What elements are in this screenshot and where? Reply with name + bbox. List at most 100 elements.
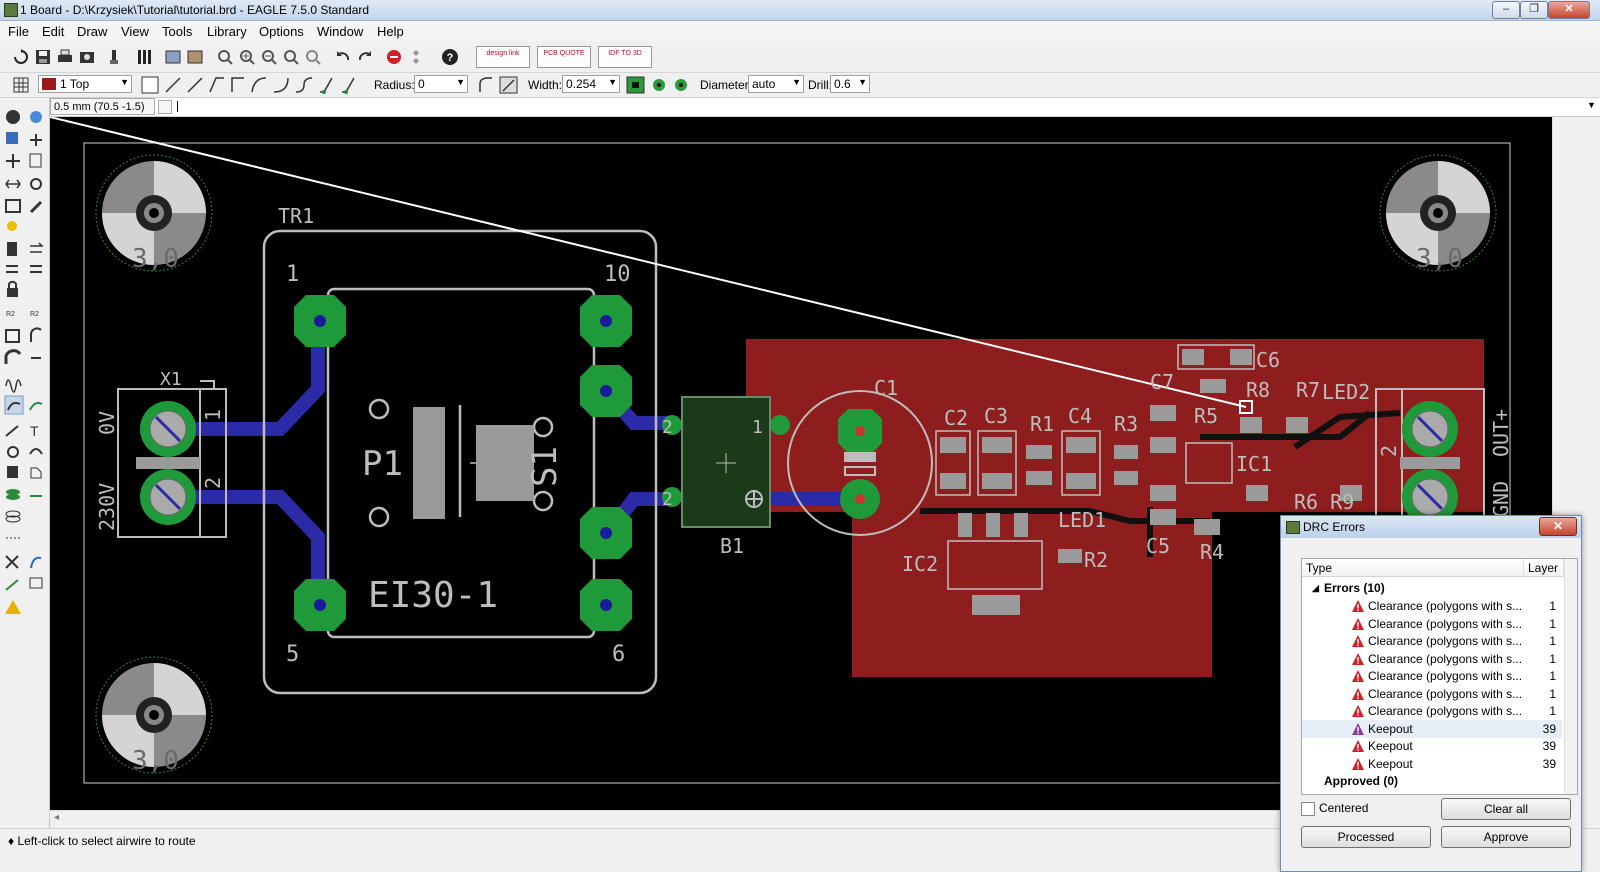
print-icon[interactable]: [56, 48, 74, 66]
label-pin-1: 1: [286, 262, 299, 287]
minimize-button[interactable]: –: [1492, 1, 1520, 19]
errors-group-label: Errors (10): [1324, 581, 1385, 595]
menu-bar: File Edit Draw View Tools Library Option…: [0, 21, 1600, 41]
drc-close-button[interactable]: ✕: [1539, 517, 1577, 536]
horizontal-scrollbar[interactable]: ◂: [50, 810, 1568, 827]
drc-error-type: Clearance (polygons with s...: [1368, 599, 1523, 613]
layer-color-swatch: [42, 78, 56, 90]
centered-checkbox[interactable]: [1301, 802, 1315, 816]
drc-title-bar[interactable]: DRC Errors ✕: [1281, 516, 1581, 538]
label-r1: R1: [1030, 412, 1054, 436]
drc-error-row[interactable]: Clearance (polygons with s...1: [1302, 632, 1562, 650]
open-icon[interactable]: [12, 48, 30, 66]
zoom-fit-icon[interactable]: [216, 48, 234, 66]
via-shape-icons[interactable]: [626, 76, 692, 94]
cam-icon[interactable]: [78, 48, 96, 66]
go-icon[interactable]: [407, 48, 425, 66]
miter-style-icons[interactable]: [476, 76, 520, 94]
drc-error-row[interactable]: Clearance (polygons with s...1: [1302, 615, 1562, 633]
layer-select[interactable]: 1 Top▼: [38, 75, 132, 93]
idf-to-3d-button[interactable]: IDF TO 3D: [598, 46, 652, 68]
menu-options[interactable]: Options: [259, 24, 304, 39]
designlink-button[interactable]: design link: [476, 46, 530, 68]
x1-separator: [136, 457, 200, 469]
column-header-layer[interactable]: Layer: [1524, 559, 1564, 577]
menu-file[interactable]: File: [8, 24, 29, 39]
chevron-down-icon[interactable]: ▼: [1587, 100, 1596, 110]
ulp-icon[interactable]: [136, 48, 154, 66]
close-button[interactable]: ✕: [1548, 1, 1590, 19]
window-title: 1 Board - D:\Krzysiek\Tutorial\tutorial.…: [20, 3, 370, 17]
menu-view[interactable]: View: [121, 24, 149, 39]
board-icon[interactable]: [186, 48, 204, 66]
menu-tools[interactable]: Tools: [162, 24, 193, 39]
label-pin-6: 6: [612, 642, 625, 667]
drc-error-type: Clearance (polygons with s...: [1368, 669, 1523, 683]
zoom-in-icon[interactable]: [238, 48, 256, 66]
redo-icon[interactable]: [356, 48, 374, 66]
drc-error-row[interactable]: Clearance (polygons with s...1: [1302, 667, 1562, 685]
diameter-label: Diameter:: [700, 78, 753, 92]
chevron-down-icon: ▼: [858, 77, 867, 87]
collapse-arrow-icon[interactable]: ◢: [1312, 583, 1319, 593]
undo-icon[interactable]: [334, 48, 352, 66]
stop-icon[interactable]: [385, 48, 403, 66]
zoom-out-icon[interactable]: [260, 48, 278, 66]
label-c6: C6: [1256, 348, 1280, 372]
schematic-icon[interactable]: [164, 48, 182, 66]
clear-all-button[interactable]: Clear all: [1441, 798, 1571, 820]
radius-input[interactable]: 0▼: [414, 75, 468, 93]
list-scrollbar[interactable]: [1564, 559, 1577, 794]
hole-labels: 3,0 3,0 3,0: [132, 244, 1463, 776]
width-input[interactable]: 0.254▼: [562, 75, 620, 93]
wire-bend-style-icons[interactable]: [140, 76, 365, 94]
label-x1-pin-1: 1: [201, 409, 225, 421]
script-icon[interactable]: [105, 48, 123, 66]
parameter-toolbar: 1 Top▼ Radius: 0▼ Width: 0.254▼ Diameter…: [0, 73, 1600, 98]
drill-input[interactable]: 0.6▼: [830, 75, 870, 93]
grid-icon[interactable]: [12, 76, 30, 94]
pcb-quote-button[interactable]: PCB QUOTE: [537, 46, 591, 68]
drc-error-row[interactable]: Clearance (polygons with s...1: [1302, 685, 1562, 703]
label-b1: B1: [720, 534, 744, 558]
chevron-down-icon: ▼: [792, 77, 801, 87]
menu-edit[interactable]: Edit: [42, 24, 65, 39]
pcb-drawing[interactable]: TR1 X1 1 10 5 6 P1 EI30-1 C1 C2 C3 R1 C4…: [50, 117, 1552, 810]
command-line-bar: 0.5 mm (70.5 -1.5) ▼: [50, 98, 1600, 117]
drc-error-row[interactable]: Clearance (polygons with s...1: [1302, 650, 1562, 668]
label-r4: R4: [1200, 540, 1224, 564]
redraw-icon[interactable]: [282, 48, 300, 66]
diameter-input[interactable]: auto▼: [748, 75, 804, 93]
drc-error-row[interactable]: Clearance (polygons with s...1: [1302, 597, 1562, 615]
help-icon[interactable]: ?: [441, 48, 459, 66]
drc-error-row[interactable]: Clearance (polygons with s...1: [1302, 702, 1562, 720]
drc-error-type: Clearance (polygons with s...: [1368, 686, 1523, 701]
menu-window[interactable]: Window: [317, 24, 364, 39]
menu-library[interactable]: Library: [207, 24, 247, 39]
out-separator: [1400, 457, 1460, 469]
drc-error-list[interactable]: Type Layer ◢ Errors (10) Clearance (poly…: [1301, 558, 1578, 795]
column-header-type[interactable]: Type: [1302, 559, 1524, 577]
drc-error-layer: 39: [1542, 721, 1556, 736]
radius-label: Radius:: [374, 78, 415, 92]
zoom-select-icon[interactable]: [304, 48, 322, 66]
approved-group[interactable]: Approved (0): [1302, 772, 1562, 790]
save-icon[interactable]: [34, 48, 52, 66]
menu-help[interactable]: Help: [377, 24, 404, 39]
scroll-left-arrow-icon[interactable]: ◂: [54, 812, 60, 823]
errors-group[interactable]: ◢ Errors (10): [1302, 579, 1562, 597]
command-input[interactable]: [174, 98, 1584, 115]
menu-draw[interactable]: Draw: [77, 24, 108, 39]
command-history-button[interactable]: [158, 100, 172, 114]
chevron-down-icon: ▼: [608, 77, 617, 87]
processed-button[interactable]: Processed: [1301, 826, 1431, 848]
warning-icon: [1352, 740, 1364, 752]
maximize-button[interactable]: ❐: [1520, 1, 1548, 19]
approve-button[interactable]: Approve: [1441, 826, 1571, 848]
label-led1: LED1: [1058, 508, 1106, 532]
drill-label: Drill:: [808, 78, 832, 92]
